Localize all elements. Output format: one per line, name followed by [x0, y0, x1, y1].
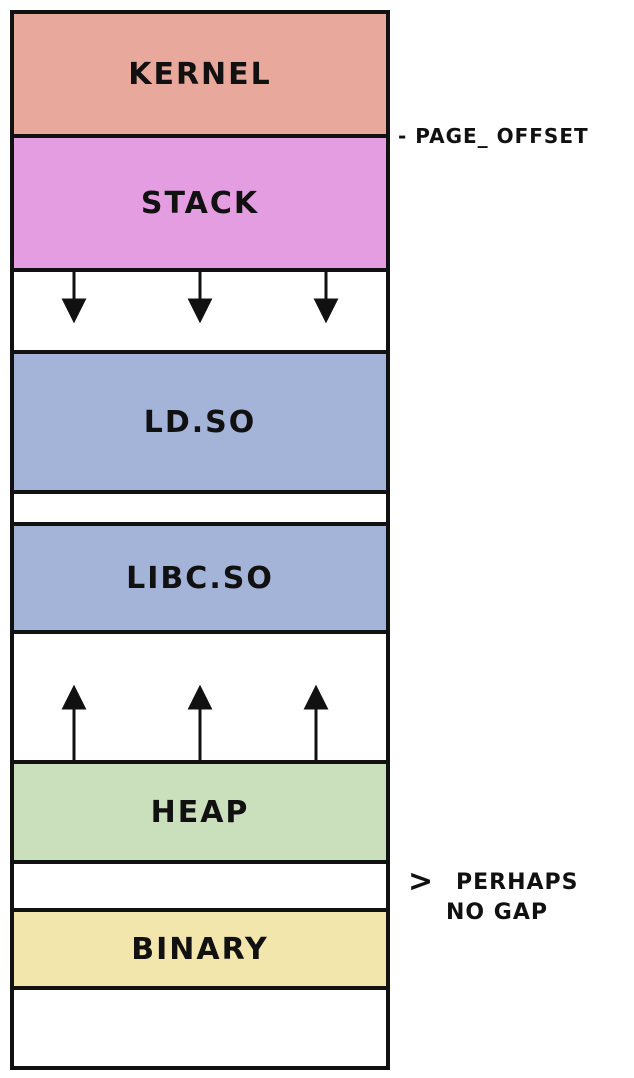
libc-label: LIBC.SO [126, 560, 274, 596]
page-offset-label: - PAGE_ OFFSET [398, 124, 589, 148]
binary-label: BINARY [131, 931, 269, 967]
arrow-down-icon [61, 298, 87, 324]
divider [14, 908, 386, 912]
segment-heap: HEAP [14, 764, 386, 860]
divider [14, 268, 386, 272]
gap-marker: > [408, 864, 435, 899]
arrow-up-icon [303, 684, 329, 710]
arrow-up-icon [187, 684, 213, 710]
segment-stack: STACK [14, 138, 386, 268]
arrow-down-icon [187, 298, 213, 324]
divider [14, 350, 386, 354]
gap-note-line2: NO GAP [446, 900, 548, 925]
memory-layout-diagram: KERNEL STACK LD.SO LIBC.SO HEAP BINARY [10, 10, 390, 1070]
arrow-down-icon [313, 298, 339, 324]
divider [14, 490, 386, 494]
heap-growth-arrows [61, 684, 329, 760]
divider [14, 986, 386, 990]
ld-label: LD.SO [143, 404, 257, 440]
heap-label: HEAP [150, 794, 250, 830]
divider [14, 760, 386, 764]
segment-kernel: KERNEL [14, 14, 386, 134]
gap-note-line1: PERHAPS [456, 870, 579, 895]
segment-ld-so: LD.SO [14, 354, 386, 490]
kernel-label: KERNEL [128, 56, 272, 92]
stack-label: STACK [140, 185, 260, 221]
segment-binary: BINARY [14, 912, 386, 986]
divider [14, 134, 386, 138]
divider [14, 630, 386, 634]
divider [14, 860, 386, 864]
divider [14, 522, 386, 526]
stack-growth-arrows [61, 272, 339, 324]
segment-libc-so: LIBC.SO [14, 526, 386, 630]
arrow-up-icon [61, 684, 87, 710]
